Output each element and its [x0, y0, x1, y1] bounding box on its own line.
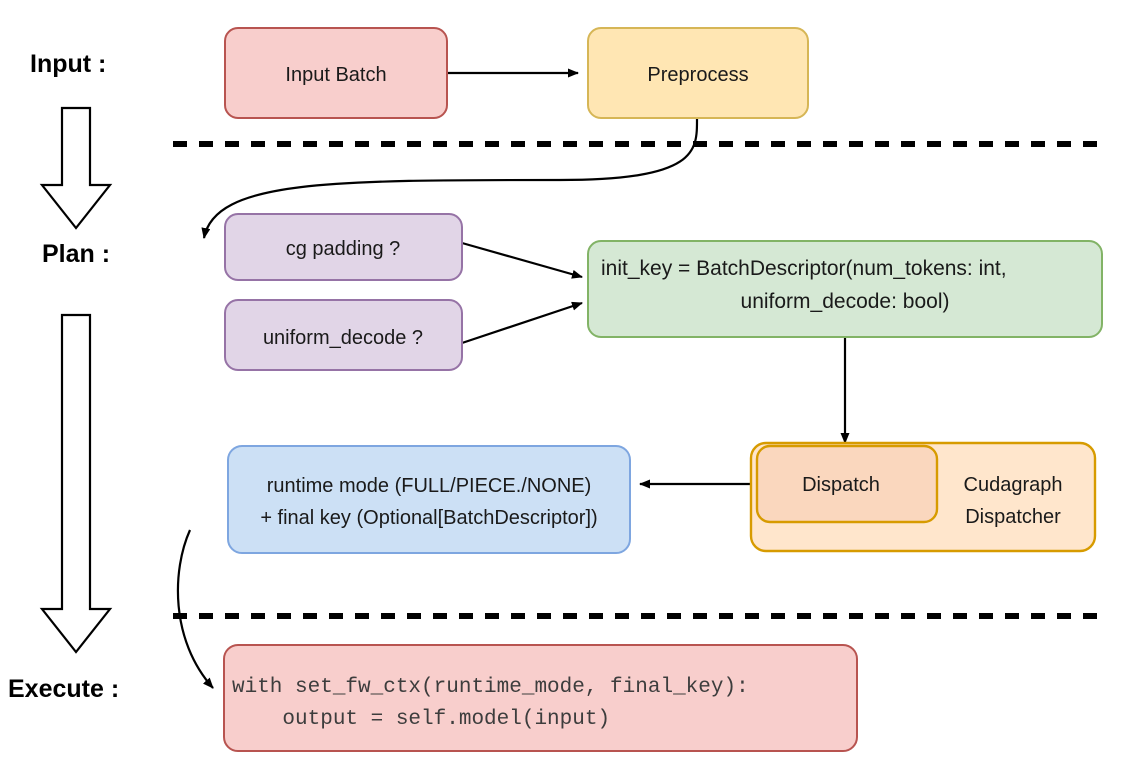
node-runtime-mode-line2: + final key (Optional[BatchDescriptor])	[260, 507, 597, 529]
node-input-batch-label: Input Batch	[285, 64, 386, 86]
node-uniform-decode-label: uniform_decode ?	[263, 327, 423, 349]
edge-preprocess-to-cg-padding	[201, 116, 699, 239]
node-preprocess-label: Preprocess	[647, 64, 748, 86]
node-runtime-mode-shape	[227, 445, 631, 554]
node-init-key[interactable]: init_key = BatchDescriptor(num_tokens: i…	[587, 240, 1103, 338]
node-input-batch-shape	[224, 27, 448, 119]
node-preprocess-shape	[587, 27, 809, 119]
node-cg-padding[interactable]: cg padding ?	[224, 213, 463, 281]
edge-cg-padding-to-init-key	[461, 241, 583, 279]
node-preprocess[interactable]: Preprocess	[587, 27, 809, 119]
node-execute-code-line1: with set_fw_ctx(runtime_mode, final_key)…	[232, 676, 749, 699]
node-uniform-decode-shape	[224, 299, 463, 371]
node-dispatch[interactable]: Dispatch	[755, 444, 939, 524]
node-cg-padding-label: cg padding ?	[286, 238, 401, 260]
stage-label-plan: Plan :	[42, 240, 110, 268]
node-execute-code-line2: output = self.model(input)	[232, 708, 610, 731]
node-execute-code[interactable]: with set_fw_ctx(runtime_mode, final_key)…	[223, 644, 858, 752]
node-init-key-line2: uniform_decode: bool)	[741, 290, 950, 313]
node-init-key-shape	[587, 240, 1103, 338]
input-to-plan-flow-arrow	[39, 106, 113, 230]
stage-label-input: Input :	[30, 50, 106, 78]
node-init-key-line1: init_key = BatchDescriptor(num_tokens: i…	[601, 257, 1007, 280]
node-runtime-mode[interactable]: runtime mode (FULL/PIECE./NONE) + final …	[227, 445, 631, 554]
node-execute-code-shape	[223, 644, 858, 752]
node-runtime-mode-line1: runtime mode (FULL/PIECE./NONE)	[267, 475, 592, 497]
node-cg-padding-shape	[224, 213, 463, 281]
node-dispatch-shape	[755, 444, 939, 524]
plan-to-execute-flow-arrow	[39, 313, 113, 654]
stage-label-execute: Execute :	[8, 675, 119, 703]
edge-runtime-mode-to-execute	[176, 529, 214, 689]
node-uniform-decode[interactable]: uniform_decode ?	[224, 299, 463, 371]
node-dispatch-label: Dispatch	[802, 474, 880, 496]
node-input-batch[interactable]: Input Batch	[224, 27, 448, 119]
edge-uniform-decode-to-init-key	[461, 301, 583, 345]
node-cudagraph-dispatcher-line1: Cudagraph	[964, 474, 1063, 496]
node-cudagraph-dispatcher-line2: Dispatcher	[965, 506, 1061, 528]
